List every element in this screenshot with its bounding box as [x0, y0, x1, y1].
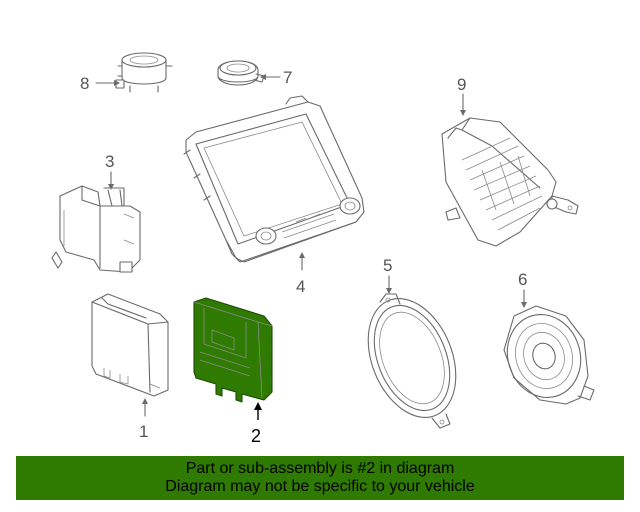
part-2-module-highlighted[interactable]: [193, 297, 273, 403]
callout-3-leader: [108, 171, 114, 190]
parts-diagram: 8 7 9: [51, 52, 595, 446]
banner-line-1: Part or sub-assembly is #2 in diagram: [185, 460, 455, 477]
callout-9: 9: [457, 75, 466, 94]
part-8-connector[interactable]: [115, 52, 173, 93]
part-4-display-unit[interactable]: [183, 95, 365, 263]
callout-5: 5: [383, 256, 392, 275]
callout-4: 4: [296, 277, 305, 296]
callout-7-leader: [260, 74, 281, 80]
callout-1-leader: [142, 398, 148, 417]
callout-6-leader: [521, 289, 527, 308]
banner-line-2: Diagram may not be specific to your vehi…: [165, 478, 475, 495]
part-9-module[interactable]: [441, 117, 579, 247]
callout-8-leader: [95, 80, 120, 86]
callout-5-leader: [386, 275, 392, 294]
callout-7: 7: [283, 68, 292, 87]
callout-4-leader: [299, 252, 305, 271]
callout-3: 3: [105, 152, 114, 171]
part-7-sensor[interactable]: [217, 60, 265, 86]
callout-1: 1: [139, 422, 148, 441]
callout-2-leader: [254, 402, 262, 420]
part-6-speaker[interactable]: [497, 305, 595, 407]
callout-9-leader: [460, 93, 466, 116]
part-3-bracket[interactable]: [51, 185, 141, 273]
part-1-module[interactable]: [91, 293, 169, 397]
callout-6: 6: [518, 270, 527, 289]
callout-8: 8: [80, 74, 89, 93]
callout-2: 2: [251, 426, 261, 446]
info-banner: Part or sub-assembly is #2 in diagram Di…: [16, 456, 624, 500]
part-5-speaker[interactable]: [352, 286, 473, 431]
